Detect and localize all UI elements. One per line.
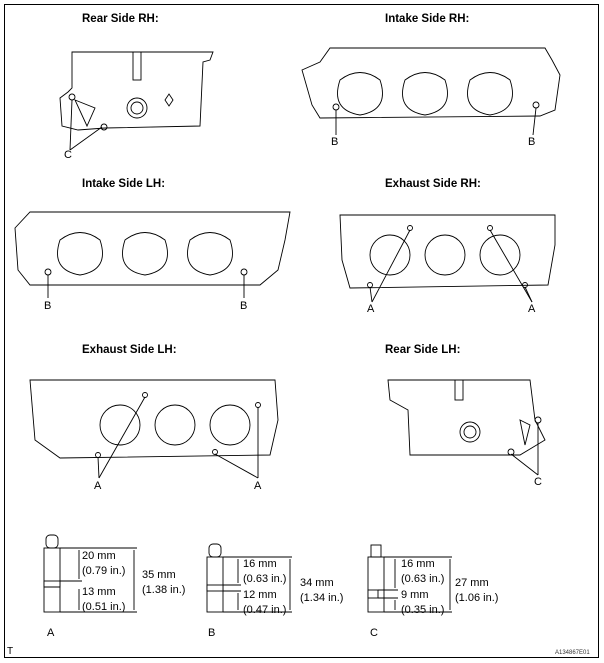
dim-mm: 13 mm: [82, 586, 116, 598]
stud-b-total: 34 mm (1.34 in.): [300, 576, 343, 606]
dim-in: (1.38 in.): [142, 584, 186, 596]
view-title-exhaust-side-rh: Exhaust Side RH:: [385, 178, 481, 190]
stud-b-drawing: [206, 543, 292, 613]
view-title-exhaust-side-lh: Exhaust Side LH:: [82, 344, 177, 356]
stud-a-drawing: [43, 534, 137, 613]
view-title-intake-side-lh: Intake Side LH:: [82, 178, 166, 190]
stud-c-total: 27 mm (1.06 in.): [455, 576, 498, 606]
dim-in: (0.47 in.): [243, 604, 287, 616]
dim-in: (1.34 in.): [300, 592, 344, 604]
callout-label: A: [528, 303, 536, 315]
rear-side-lh-drawing: [387, 379, 546, 476]
callout-label: A: [367, 303, 375, 315]
view-title-rear-side-lh: Rear Side LH:: [385, 344, 461, 356]
stud-c-label: C: [370, 627, 378, 639]
rear-side-rh-drawing: [59, 51, 214, 151]
diagram-frame: [4, 4, 599, 658]
callout-label: B: [331, 136, 339, 148]
stud-b-upper: 16 mm (0.63 in.): [243, 557, 286, 587]
stud-a-lower: 13 mm (0.51 in.): [82, 585, 125, 615]
dim-mm: 20 mm: [82, 550, 116, 562]
dim-in: (0.63 in.): [401, 573, 445, 585]
callout-label: C: [534, 476, 542, 488]
stud-b-lower: 12 mm (0.47 in.): [243, 588, 286, 618]
stud-c-upper: 16 mm (0.63 in.): [401, 557, 444, 587]
callout-label: B: [528, 136, 536, 148]
dim-mm: 12 mm: [243, 589, 277, 601]
dim-in: (0.35 in.): [401, 604, 445, 616]
callout-label: A: [94, 480, 102, 492]
stud-b-label: B: [208, 627, 216, 639]
dim-mm: 16 mm: [401, 558, 435, 570]
exhaust-side-lh-drawing: [29, 379, 279, 479]
dim-mm: 34 mm: [300, 577, 334, 589]
callout-label: B: [240, 300, 248, 312]
stud-a-total: 35 mm (1.38 in.): [142, 568, 185, 598]
dim-in: (0.63 in.): [243, 573, 287, 585]
view-title-intake-side-rh: Intake Side RH:: [385, 13, 470, 25]
stud-c-drawing: [367, 544, 452, 613]
callout-label: B: [44, 300, 52, 312]
intake-side-rh-drawing: [301, 47, 561, 136]
dim-mm: 16 mm: [243, 558, 277, 570]
dim-mm: 35 mm: [142, 569, 176, 581]
dim-mm: 27 mm: [455, 577, 489, 589]
stud-a-label: A: [47, 627, 55, 639]
dim-in: (0.79 in.): [82, 565, 126, 577]
intake-side-lh-drawing: [14, 211, 291, 298]
exhaust-side-rh-drawing: [339, 214, 556, 303]
dim-mm: 9 mm: [401, 589, 429, 601]
figure-code: A134867E01: [555, 650, 590, 656]
dim-in: (0.51 in.): [82, 601, 126, 613]
dim-in: (1.06 in.): [455, 592, 499, 604]
stud-a-upper: 20 mm (0.79 in.): [82, 549, 125, 579]
callout-label: C: [64, 149, 72, 161]
footer-mark: T: [7, 646, 14, 657]
stud-c-lower: 9 mm (0.35 in.): [401, 588, 444, 618]
callout-label: A: [254, 480, 262, 492]
view-title-rear-side-rh: Rear Side RH:: [82, 13, 159, 25]
